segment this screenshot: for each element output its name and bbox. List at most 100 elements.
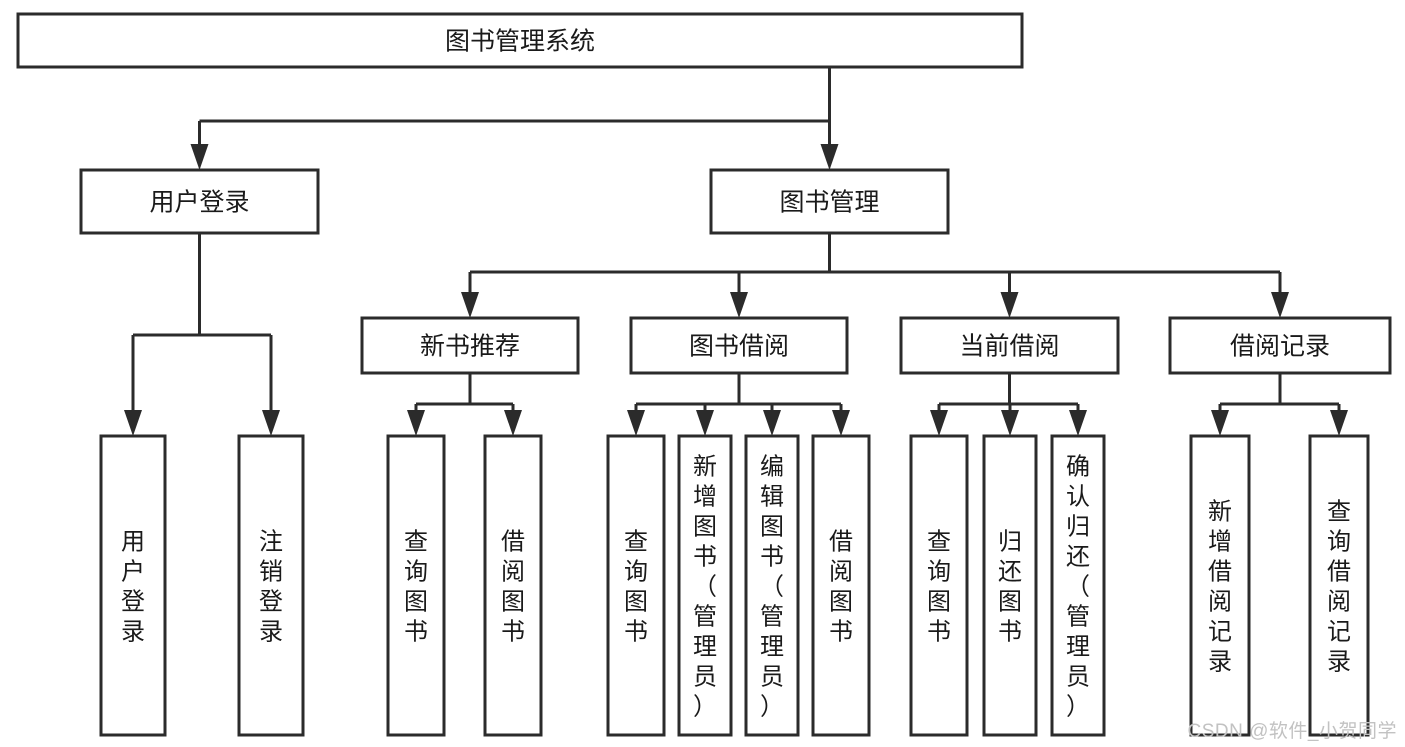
node-leaf-add-record-label-char: 阅 xyxy=(1208,589,1232,616)
node-book-borrow-label: 图书借阅 xyxy=(689,333,789,361)
node-leaf-borrow-book-1-label-char: 阅 xyxy=(501,559,525,586)
node-leaf-confirm-return-label-char: 确 xyxy=(1066,454,1090,481)
node-leaf-add-book-label-char: 新 xyxy=(693,454,717,481)
node-leaf-query-book-3-box[interactable] xyxy=(909,434,969,737)
node-leaf-edit-book-label-char: 员 xyxy=(760,664,784,691)
node-leaf-add-book-label-char: 图 xyxy=(693,514,717,541)
node-leaf-return-book-box[interactable] xyxy=(982,434,1038,737)
node-leaf-query-record-label-char: 询 xyxy=(1327,529,1351,556)
node-leaf-borrow-book-1-label-char: 图 xyxy=(501,589,525,616)
node-leaf-query-book-3-label-char: 书 xyxy=(927,619,951,646)
node-leaf-edit-book-label-char: 辑 xyxy=(760,484,784,511)
node-root[interactable]: 图书管理系统 xyxy=(16,12,1024,69)
node-leaf-confirm-return-box[interactable] xyxy=(1050,434,1106,737)
node-leaf-user-login[interactable]: 用户登录 xyxy=(99,434,167,737)
node-leaf-add-record-label-char: 记 xyxy=(1208,619,1232,646)
node-leaf-confirm-return-label-char: 还 xyxy=(1066,544,1090,571)
node-user-login-label: 用户登录 xyxy=(149,189,249,217)
node-leaf-user-login-box[interactable] xyxy=(99,434,167,737)
node-leaf-confirm-return-label-char: 员 xyxy=(1066,664,1090,691)
node-leaf-edit-book-label-char: 理 xyxy=(760,634,784,661)
node-leaf-logout-label-char: 录 xyxy=(259,619,283,646)
node-layer: 图书管理系统用户登录图书管理新书推荐图书借阅当前借阅借阅记录用户登录注销登录查询… xyxy=(16,12,1392,737)
node-current-borrow-label: 当前借阅 xyxy=(959,333,1059,361)
node-leaf-return-book-label-char: 图 xyxy=(998,589,1022,616)
node-leaf-confirm-return-label-char: ） xyxy=(1066,694,1090,721)
node-leaf-add-book-label-char: 理 xyxy=(693,634,717,661)
node-leaf-logout-box[interactable] xyxy=(237,434,305,737)
node-borrow-record-box[interactable] xyxy=(1168,316,1392,375)
node-leaf-edit-book-box[interactable] xyxy=(744,434,800,737)
node-leaf-query-book-2-label-char: 询 xyxy=(624,559,648,586)
node-leaf-add-book-label-char: 管 xyxy=(693,604,717,631)
node-current-borrow-box[interactable] xyxy=(899,316,1120,375)
node-leaf-user-login-label-char: 户 xyxy=(121,559,145,586)
node-leaf-confirm-return-label-char: 认 xyxy=(1066,484,1090,511)
node-leaf-borrow-book-2-label-char: 阅 xyxy=(829,559,853,586)
node-leaf-borrow-book-2-label-char: 借 xyxy=(829,529,853,556)
node-leaf-add-book-label-char: ） xyxy=(693,694,717,721)
node-leaf-logout-label-char: 注 xyxy=(259,529,283,556)
node-leaf-confirm-return-label-char: 管 xyxy=(1066,604,1090,631)
node-book-manage-box[interactable] xyxy=(709,168,950,235)
node-leaf-query-record-label-char: 查 xyxy=(1327,499,1351,526)
node-book-manage[interactable]: 图书管理 xyxy=(709,168,950,235)
node-user-login-box[interactable] xyxy=(79,168,320,235)
node-leaf-edit-book-label-char: ） xyxy=(760,694,784,721)
node-leaf-confirm-return-label-char: 归 xyxy=(1066,514,1090,541)
node-leaf-logout-label-char: 登 xyxy=(259,589,283,616)
node-leaf-add-record-box[interactable] xyxy=(1189,434,1251,737)
node-leaf-edit-book-label-char: 编 xyxy=(760,454,784,481)
node-leaf-user-login-label-char: 用 xyxy=(121,529,145,556)
node-book-borrow[interactable]: 图书借阅 xyxy=(629,316,849,375)
node-current-borrow[interactable]: 当前借阅 xyxy=(899,316,1120,375)
node-book-manage-label: 图书管理 xyxy=(779,189,879,217)
node-leaf-query-book-1-label-char: 询 xyxy=(404,559,428,586)
node-leaf-add-record-label-char: 新 xyxy=(1208,499,1232,526)
node-leaf-edit-book-label-char: 书 xyxy=(760,544,784,571)
node-root-box[interactable] xyxy=(16,12,1024,69)
node-leaf-add-record-label-char: 借 xyxy=(1208,559,1232,586)
node-leaf-query-book-1-label-char: 书 xyxy=(404,619,428,646)
node-leaf-query-book-1-box[interactable] xyxy=(386,434,446,737)
node-leaf-query-book-1-label-char: 图 xyxy=(404,589,428,616)
node-new-book-rec[interactable]: 新书推荐 xyxy=(360,316,580,375)
node-leaf-edit-book-label-char: （ xyxy=(760,574,784,601)
node-leaf-borrow-book-2-label-char: 图 xyxy=(829,589,853,616)
node-leaf-add-book-box[interactable] xyxy=(677,434,733,737)
node-leaf-logout-label-char: 销 xyxy=(259,559,283,586)
node-leaf-return-book-label-char: 还 xyxy=(998,559,1022,586)
node-book-borrow-box[interactable] xyxy=(629,316,849,375)
node-borrow-record[interactable]: 借阅记录 xyxy=(1168,316,1392,375)
node-new-book-rec-box[interactable] xyxy=(360,316,580,375)
node-leaf-query-record-box[interactable] xyxy=(1308,434,1370,737)
node-leaf-borrow-book-1-label-char: 借 xyxy=(501,529,525,556)
node-leaf-user-login-label-char: 登 xyxy=(121,589,145,616)
node-leaf-user-login-label-char: 录 xyxy=(121,619,145,646)
node-leaf-borrow-book-1-box[interactable] xyxy=(483,434,543,737)
node-leaf-query-book-2-label-char: 图 xyxy=(624,589,648,616)
node-leaf-borrow-book-2-box[interactable] xyxy=(811,434,871,737)
node-user-login[interactable]: 用户登录 xyxy=(79,168,320,235)
node-leaf-query-book-3-label-char: 询 xyxy=(927,559,951,586)
node-leaf-query-record-label-char: 录 xyxy=(1327,649,1351,676)
node-leaf-query-record-label-char: 记 xyxy=(1327,619,1351,646)
node-leaf-add-book-label-char: 员 xyxy=(693,664,717,691)
node-leaf-add-record-label-char: 增 xyxy=(1208,529,1232,556)
node-leaf-query-book-2-box[interactable] xyxy=(606,434,666,737)
node-leaf-query-book-2-label-char: 书 xyxy=(624,619,648,646)
